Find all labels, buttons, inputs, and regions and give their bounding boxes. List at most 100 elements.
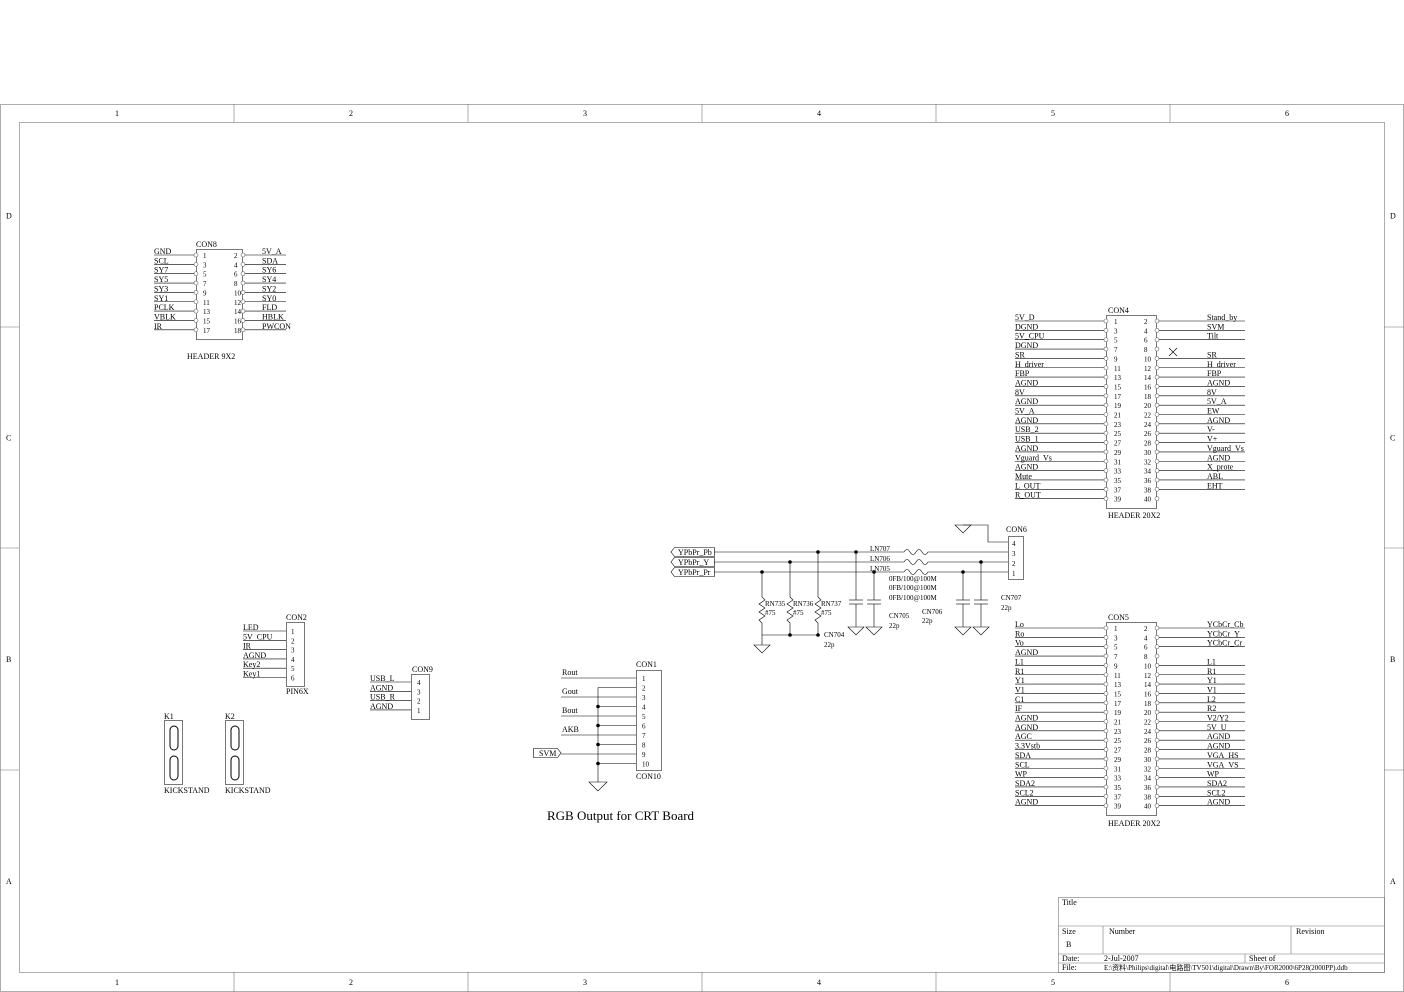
con8-pin-num-left: 13 <box>203 308 211 316</box>
con4-pin-left <box>1103 458 1109 464</box>
con4-pin-left <box>1103 393 1109 399</box>
con8-pin-num-right: 16 <box>234 317 242 325</box>
con8-ref: CON8 <box>196 240 217 249</box>
file-value: E:\资料\Philips\digital\电路图\TV501\digital\… <box>1104 963 1348 972</box>
con1-pin-num: 5 <box>642 713 646 721</box>
connector-con1: CON1 CON10 SVM RGB Output for CRT Board … <box>533 660 695 823</box>
con4-pin-right <box>1154 374 1160 380</box>
cn706-value: 22p <box>922 617 933 625</box>
rgb-caption: RGB Output for CRT Board <box>547 808 695 823</box>
con4-pin-num-left: 21 <box>1114 412 1122 420</box>
cn705-value: 22p <box>889 622 900 630</box>
con5-pin-right <box>1154 700 1160 706</box>
frame-zone-dividers <box>0 104 1404 992</box>
size-label: Size <box>1062 927 1076 936</box>
con4-pin-num-left: 37 <box>1114 486 1122 494</box>
svm-port-label: SVM <box>539 749 556 758</box>
col-label-top: 3 <box>583 109 587 118</box>
con5-pin-num-left: 3 <box>1114 634 1118 642</box>
con4-pin-num-right: 30 <box>1144 449 1152 457</box>
con2-net: Key1 <box>243 670 260 679</box>
con5-pin-right <box>1154 672 1160 678</box>
svg-text:1: 1 <box>1012 570 1016 578</box>
k1-ref: K1 <box>164 712 174 721</box>
con4-ref: CON4 <box>1108 306 1129 315</box>
ypbpr-filter-network: YPbPr_Pb YPbPr_Y YPbPr_Pr LN707 LN706 LN… <box>670 524 1027 654</box>
ground-symbol <box>954 524 972 534</box>
con5-pin-left <box>1103 681 1109 687</box>
con2-pin-num: 3 <box>291 647 295 655</box>
capacitor-cn705 <box>865 599 883 636</box>
col-label-bottom: 6 <box>1285 978 1289 987</box>
con4-net-right: X_prote <box>1207 463 1234 472</box>
con4-net-right: Vguard_Vs <box>1207 444 1244 453</box>
con2-pin-num: 6 <box>291 675 295 683</box>
con5-net-right: VGA_HS <box>1207 751 1239 760</box>
con1-pin-num: 8 <box>642 742 646 750</box>
con5-pin-num-left: 19 <box>1114 709 1122 717</box>
con4-pin-right <box>1154 356 1160 361</box>
con4-net-right: 8V <box>1207 388 1217 397</box>
con8-pin-right <box>240 308 246 314</box>
con8-net-right: FLD <box>262 303 277 312</box>
con8-pin-left <box>193 308 199 314</box>
capacitor-cn707 <box>972 599 990 636</box>
con10-ref: CON10 <box>636 772 661 781</box>
con5-pin-num-right: 20 <box>1144 709 1152 717</box>
con4-net-right: AGND <box>1207 378 1230 387</box>
con5-pin-num-left: 33 <box>1114 775 1122 783</box>
con8-pin-num-left: 5 <box>203 271 207 279</box>
con4-pin-num-right: 38 <box>1144 486 1152 494</box>
con8-pin-left <box>193 299 199 305</box>
con5-pin-left <box>1103 672 1109 678</box>
con4-pin-right <box>1154 328 1160 333</box>
svm-port <box>533 748 562 758</box>
con8-net-right: SY4 <box>262 275 276 284</box>
con5-pin-num-right: 34 <box>1144 775 1152 783</box>
con5-pin-num-left: 25 <box>1114 737 1122 745</box>
port-ypbpr-y: YPbPr_Y <box>670 557 715 567</box>
con8-pin-num-right: 2 <box>234 252 238 260</box>
con4-net-right: AGND <box>1207 453 1230 462</box>
con4-pin-left <box>1103 449 1109 455</box>
con4-net-right: Tilt <box>1207 332 1219 341</box>
con5-pin-left <box>1103 644 1109 650</box>
con4-pin-left <box>1103 337 1109 343</box>
junction-dot <box>596 742 600 747</box>
con8-net-right: SY0 <box>262 294 276 303</box>
con5-pin-num-left: 35 <box>1114 784 1122 792</box>
svg-text:YPbPr_Pb: YPbPr_Pb <box>678 548 712 557</box>
junction-dot <box>596 761 600 766</box>
cn704-value: 22p <box>824 641 835 649</box>
con4-net-left: R_OUT <box>1015 491 1041 500</box>
con1-pin-num: 10 <box>642 761 650 769</box>
con4-pin-right <box>1154 468 1160 473</box>
con5-net-left: AGND <box>1015 648 1038 657</box>
col-label-top: 1 <box>115 109 119 118</box>
con5-pin-num-right: 40 <box>1144 803 1152 811</box>
con5-pin-left <box>1103 635 1109 640</box>
con4-net-right: EW <box>1207 407 1220 416</box>
con2-net: AGND <box>243 651 266 660</box>
con4-pin-left <box>1103 346 1109 352</box>
con5-net-right: YCbCr_Cb <box>1207 620 1243 629</box>
con4-net-left: DGND <box>1015 341 1038 350</box>
con5-pin-right <box>1154 737 1160 743</box>
con2-part: PIN6X <box>286 687 309 696</box>
con8-pin-left <box>193 262 199 267</box>
title-label: Title <box>1062 898 1077 907</box>
con5-pin-num-right: 12 <box>1144 672 1152 680</box>
con5-net-right: L1 <box>1207 657 1216 666</box>
con5-net-left: IF <box>1015 704 1023 713</box>
con4-pin-left <box>1103 421 1109 427</box>
title-block: Title Size B Number Revision Date: 2-Jul… <box>1058 897 1385 973</box>
con9-pin-num: 2 <box>417 698 421 706</box>
con8-net-right: SDA <box>262 256 278 265</box>
no-connect-mark <box>1168 347 1178 357</box>
ln706-ref: LN706 <box>870 555 890 563</box>
con8-pin-num-right: 4 <box>234 261 238 269</box>
con5-pin-num-right: 30 <box>1144 756 1152 764</box>
row-label-left: B <box>6 655 11 664</box>
con4-pin-num-left: 29 <box>1114 449 1122 457</box>
con5-net-right: WP <box>1207 770 1220 779</box>
